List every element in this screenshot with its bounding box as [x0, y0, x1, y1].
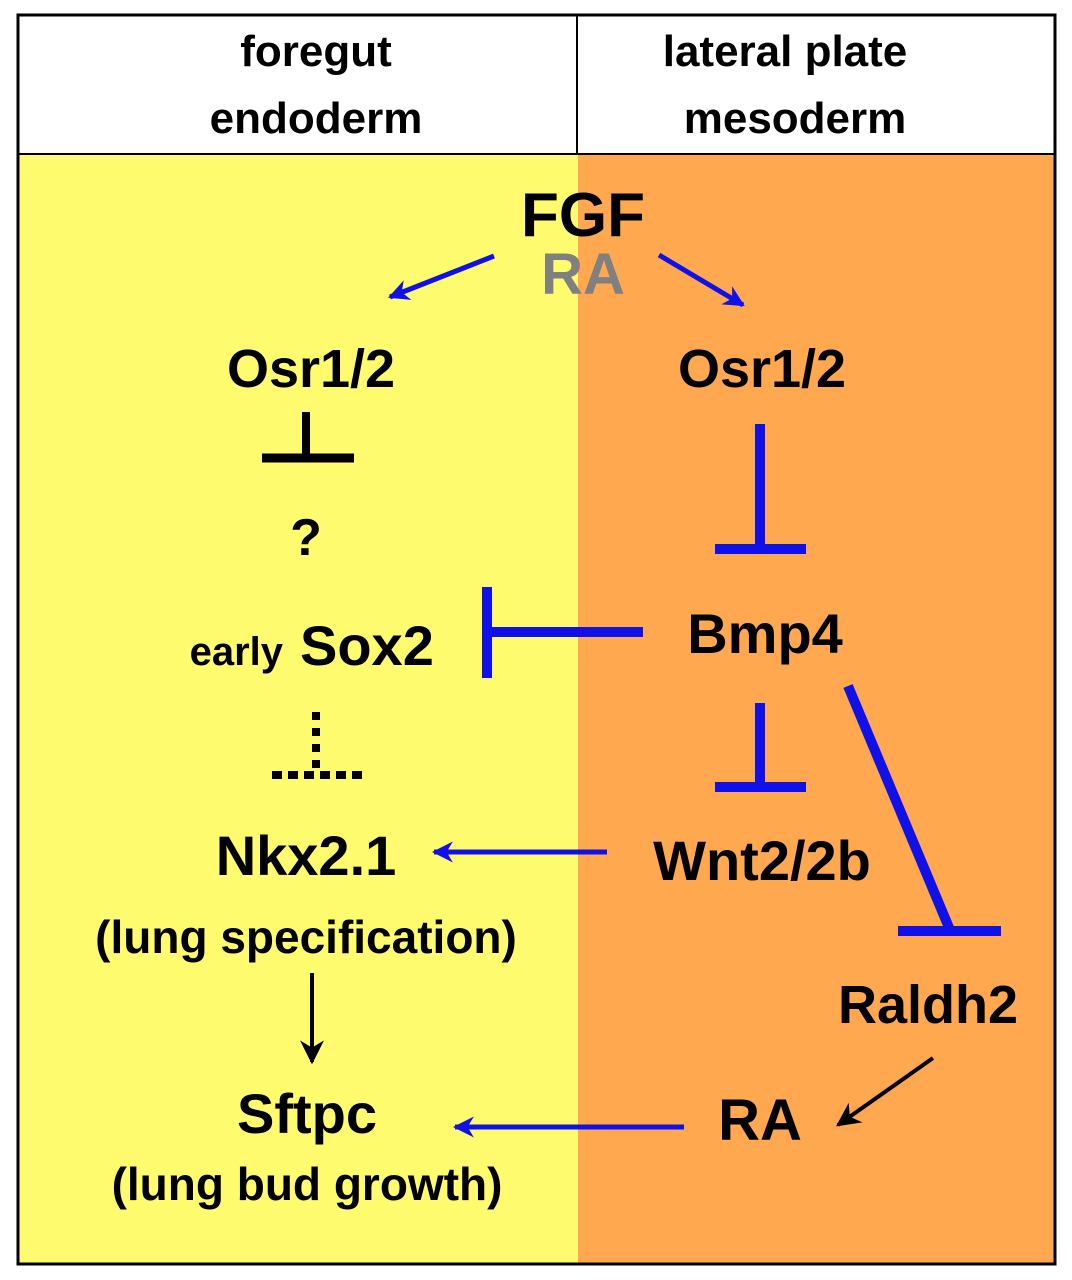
node-osr-left: Osr1/2	[227, 339, 395, 399]
node-sftpc-note: (lung bud growth)	[112, 1158, 503, 1210]
node-nkx-note: (lung specification)	[95, 911, 517, 963]
node-nkx: Nkx2.1	[216, 824, 397, 887]
arrow-raldh2-to-ra	[836, 1056, 935, 1127]
node-question: ?	[290, 509, 322, 567]
arrow-fgf-to-osr-right	[657, 252, 745, 308]
node-ra-top: RA	[541, 242, 625, 307]
header-background	[18, 15, 1055, 154]
node-early-prefix: early	[190, 630, 284, 674]
node-sftpc: Sftpc	[237, 1082, 377, 1145]
arrow-fgf-to-osr-left	[388, 253, 495, 300]
header-left-line1: foregut	[240, 27, 392, 76]
node-raldh2: Raldh2	[838, 975, 1018, 1035]
header-left-line2: endoderm	[210, 94, 423, 143]
node-sox2: Sox2	[300, 614, 434, 677]
outer-border	[16, 13, 1057, 1266]
node-fgf: FGF	[521, 181, 645, 250]
inhibit-bmp4-raldh2-stem	[843, 684, 955, 932]
mesoderm-region	[578, 154, 1055, 1264]
node-ra-bottom: RA	[718, 1088, 802, 1153]
node-osr-right: Osr1/2	[678, 339, 846, 399]
node-wnt: Wnt2/2b	[653, 829, 871, 892]
header-right-line2: mesoderm	[684, 94, 907, 143]
node-bmp4: Bmp4	[687, 602, 843, 665]
header-right-line1: lateral plate	[663, 27, 908, 76]
endoderm-region	[18, 154, 578, 1264]
